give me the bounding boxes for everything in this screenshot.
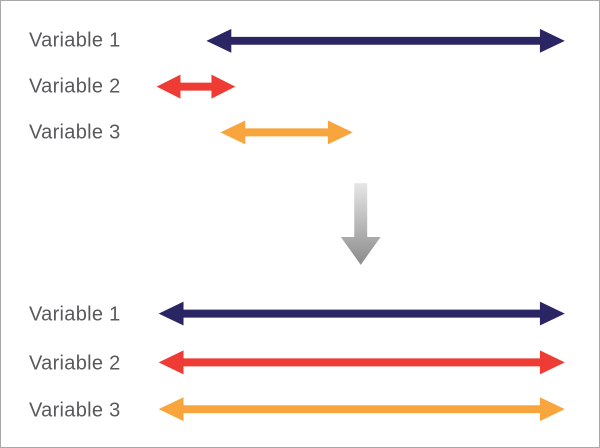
bottom-variable-2-label: Variable 2 bbox=[29, 352, 121, 375]
top-variable-3-label: Variable 3 bbox=[29, 121, 121, 144]
bottom-variable-1-arrow bbox=[158, 301, 565, 326]
top-variable-1-label: Variable 1 bbox=[29, 29, 121, 52]
top-variable-2-arrow bbox=[156, 74, 236, 99]
bottom-variable-2-arrow bbox=[158, 350, 565, 375]
bottom-variable-3-arrow bbox=[158, 397, 565, 422]
transform-down-arrow-icon bbox=[340, 183, 381, 265]
top-variable-2-label: Variable 2 bbox=[29, 75, 121, 98]
bottom-variable-3-label: Variable 3 bbox=[29, 399, 121, 422]
top-variable-3-arrow bbox=[220, 120, 353, 145]
bottom-variable-1-label: Variable 1 bbox=[29, 303, 121, 326]
top-variable-1-arrow bbox=[206, 28, 565, 53]
